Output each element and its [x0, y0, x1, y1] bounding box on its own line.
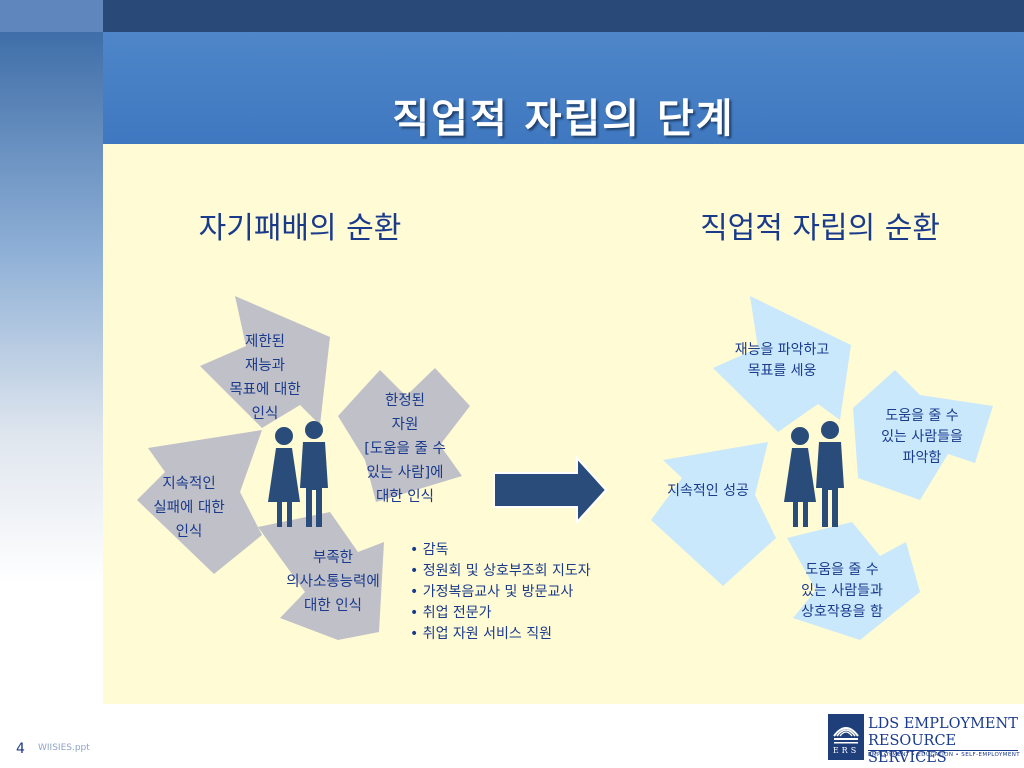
- right-arrow-icon: [493, 455, 608, 525]
- logo-divider: [868, 750, 1018, 751]
- right-arrow-label-goals: 재능을 파악하고 목표를 세웅: [734, 342, 830, 379]
- footer-file-name: WIISIES.ppt: [38, 743, 90, 753]
- person-pair-icon: [784, 421, 844, 527]
- ers-logo-icon: ERS: [828, 714, 864, 760]
- right-arrow-label-success: 지속적인 성공: [667, 483, 749, 499]
- person-pair-icon: [268, 421, 328, 527]
- list-item: • 취업 자원 서비스 직원: [410, 626, 552, 642]
- page-number: 4: [16, 741, 25, 757]
- left-sidebar-gradient: [0, 32, 103, 768]
- left-cycle-heading: 자기패배의 순환: [198, 211, 402, 246]
- list-item: • 정원회 및 상호부조회 지도자: [410, 563, 591, 579]
- list-item: • 감독: [410, 542, 449, 558]
- right-arrow-right: [853, 370, 993, 500]
- right-arrow-label-interact: 도움을 줄 수 있는 사람들과 상호작용을 함: [801, 562, 883, 620]
- right-arrow-bottom: [787, 522, 920, 640]
- left-arrow-label-communication: 부족한 의사소통능력에 대한 인식: [286, 550, 380, 614]
- right-arrow-top: [713, 296, 851, 432]
- slide-title: 직업적 자립의 단계: [392, 96, 735, 142]
- title-band: [103, 32, 1024, 144]
- list-item: • 가정복음교사 및 방문교사: [410, 584, 574, 600]
- right-arrow-left: [651, 442, 776, 586]
- left-arrow-label-talents: 제한된 재능과 목표에 대한 인식: [229, 334, 301, 422]
- left-arrow-left: [137, 430, 262, 574]
- left-arrow-label-failure: 지속적인 실패에 대한 인식: [153, 476, 225, 540]
- logo-text: LDS EMPLOYMENT RESOURCE SERVICES: [868, 716, 1018, 766]
- left-arrow-bottom: [258, 512, 384, 640]
- left-arrow-label-resources: 한정된 자원 [도움을 줄 수 있는 사람]에 대한 인식: [364, 393, 446, 505]
- left-arrow-right: [338, 368, 470, 502]
- right-arrow-label-identify-helpers: 도움을 줄 수 있는 사람들을 파악함: [881, 408, 963, 466]
- top-bar: [0, 0, 1024, 32]
- right-cycle-heading: 직업적 자립의 순환: [700, 211, 940, 246]
- logo-mark-letters: ERS: [832, 746, 860, 755]
- support-list: • 감독 • 정원회 및 상호부조회 지도자 • 가정복음교사 및 방문교사 •…: [410, 540, 591, 645]
- list-item: • 취업 전문가: [410, 605, 492, 621]
- logo-tagline: EMPLOYMENT • EDUCATION • SELF-EMPLOYMENT: [868, 752, 1020, 758]
- left-arrow-top: [200, 296, 330, 428]
- top-left-corner: [0, 0, 103, 32]
